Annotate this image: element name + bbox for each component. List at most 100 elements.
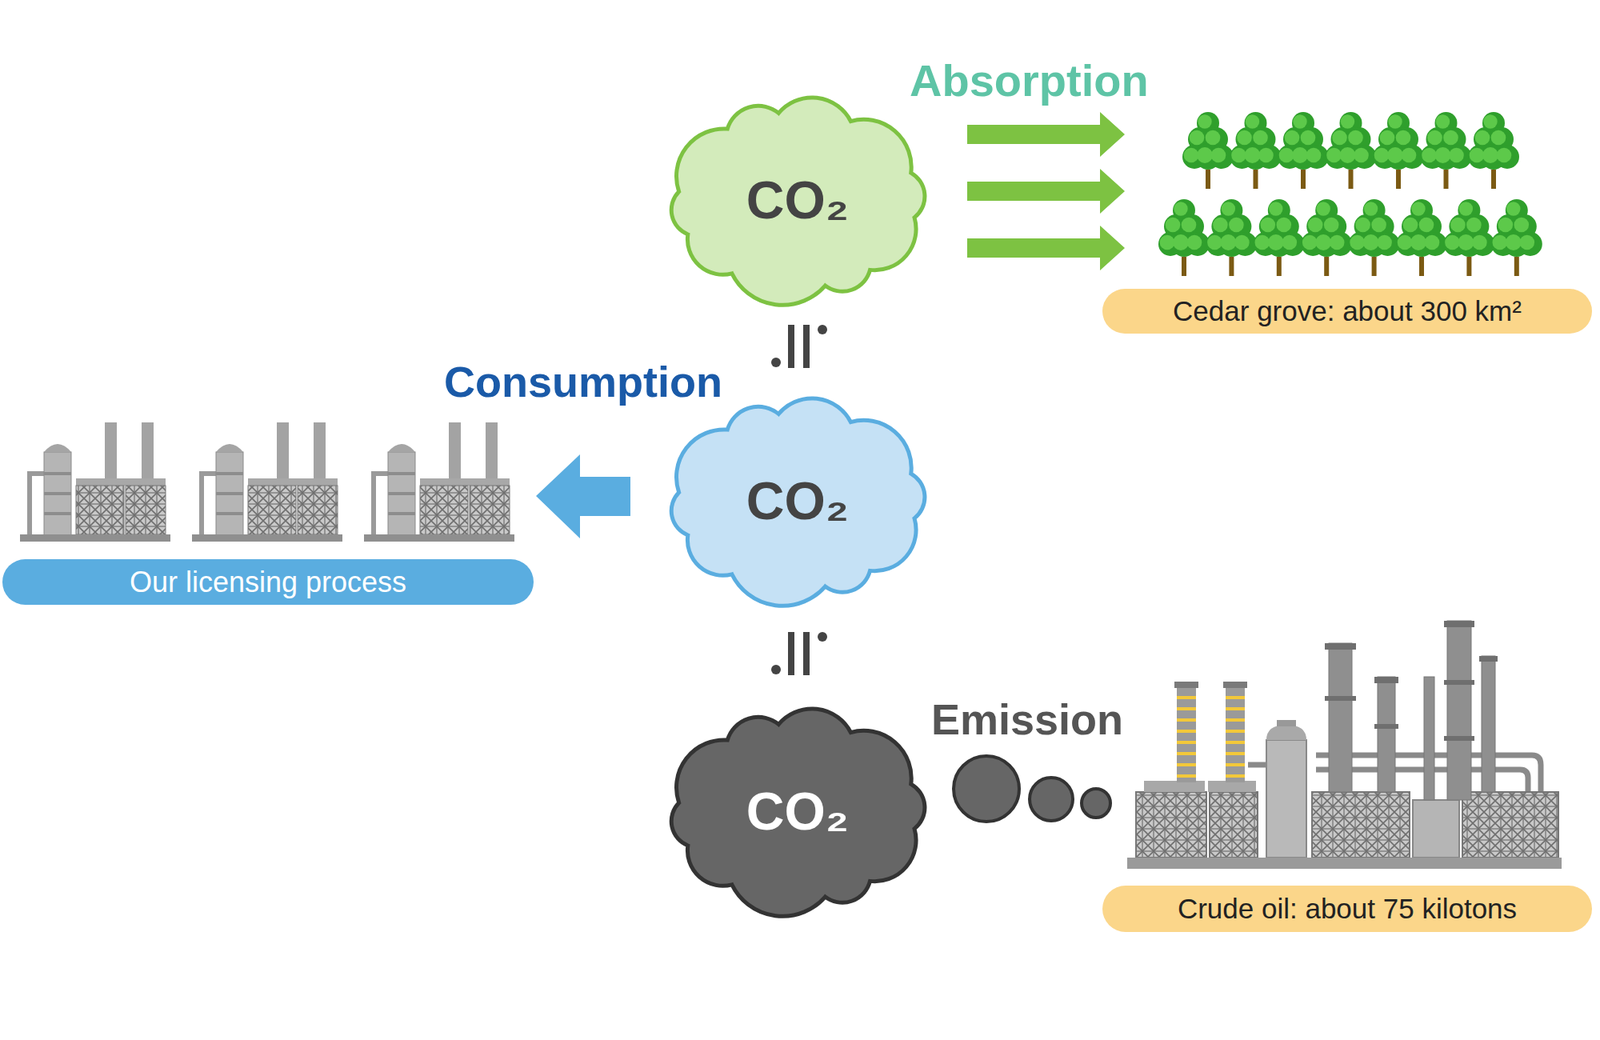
circle-shape	[1505, 234, 1522, 251]
circle-shape	[1353, 148, 1369, 164]
circle-shape	[1498, 217, 1514, 233]
rect-shape	[248, 478, 338, 486]
circle-shape	[1491, 130, 1507, 146]
rect-shape	[1176, 718, 1196, 722]
rect-shape	[44, 492, 72, 496]
rect-shape	[1324, 696, 1356, 701]
rect-shape	[364, 534, 515, 542]
circle-shape	[1220, 234, 1236, 251]
circle-shape	[1244, 147, 1261, 164]
rect-shape	[1444, 620, 1475, 628]
licensing-plants	[20, 422, 515, 542]
rect-shape	[388, 452, 416, 536]
circle-shape	[1181, 217, 1197, 233]
circle-shape	[1228, 217, 1244, 233]
rect-shape	[1374, 724, 1399, 729]
tag-label: Our licensing process	[129, 565, 407, 600]
circle-shape	[1292, 147, 1308, 164]
circle-shape	[1196, 147, 1213, 164]
circle-shape	[1252, 130, 1268, 146]
rect-shape	[1225, 752, 1245, 756]
rect-shape	[1176, 774, 1196, 778]
rect-shape	[1174, 681, 1199, 688]
rect-shape	[1419, 256, 1424, 276]
circle-shape	[1348, 130, 1364, 146]
circle-shape	[1205, 130, 1221, 146]
cloud-shape	[671, 398, 925, 606]
circle-shape	[1258, 148, 1274, 164]
path-shape	[967, 168, 1125, 214]
absorption-label: Absorption	[909, 54, 1149, 107]
rect-shape	[1444, 169, 1449, 189]
g-shape	[1253, 199, 1305, 276]
rect-shape	[104, 422, 117, 484]
rect-shape	[1223, 681, 1248, 688]
path-shape	[967, 112, 1125, 157]
rect-shape	[1300, 169, 1306, 189]
circle-shape	[1308, 217, 1324, 233]
rect-shape	[448, 422, 461, 484]
circle-shape	[1165, 217, 1181, 233]
rect-shape	[1396, 169, 1401, 189]
rect-shape	[1276, 720, 1296, 727]
g-shape	[1491, 199, 1543, 276]
circle-shape	[1457, 234, 1474, 251]
rect-shape	[1176, 696, 1196, 700]
tag-label: Crude oil: about 75 kilotons	[1177, 892, 1517, 925]
circle-shape	[1520, 235, 1536, 251]
rect-shape	[1444, 680, 1475, 685]
rect-shape	[1176, 681, 1196, 783]
rect-shape	[1225, 681, 1245, 783]
circle-shape	[1424, 235, 1440, 251]
circle-shape	[1300, 130, 1316, 146]
circle-shape	[1475, 130, 1491, 146]
circle-shape	[1401, 148, 1417, 164]
circle-shape	[1189, 130, 1205, 146]
circle-shape	[953, 756, 1020, 822]
circle-shape	[1326, 148, 1342, 164]
circle-shape	[1450, 217, 1466, 233]
g-shape	[192, 422, 343, 542]
rect-shape	[1466, 256, 1472, 276]
circle-shape	[1221, 201, 1236, 216]
rect-shape	[1225, 707, 1245, 711]
circle-shape	[1260, 217, 1276, 233]
rect-shape	[216, 452, 244, 536]
rect-shape	[1228, 256, 1234, 276]
circle-shape	[1340, 147, 1356, 164]
circle-shape	[1495, 144, 1520, 169]
circle-shape	[1396, 130, 1412, 146]
rect-shape	[44, 472, 72, 476]
path-shape	[388, 444, 416, 452]
rect-shape	[1225, 696, 1245, 700]
circle-shape	[1469, 148, 1485, 164]
rect-shape	[1491, 169, 1496, 189]
rect-shape	[20, 534, 171, 542]
rect-shape	[388, 492, 416, 496]
rect-shape	[1324, 256, 1329, 276]
circle-shape	[771, 664, 781, 675]
rect-shape	[1424, 676, 1435, 800]
circle-shape	[1184, 148, 1200, 164]
rect-shape	[276, 422, 289, 484]
cedar-grove-tag: Cedar grove: about 300 km²	[1102, 288, 1592, 334]
approx-symbol	[771, 324, 828, 368]
circle-shape	[1197, 114, 1212, 128]
circle-shape	[1081, 788, 1111, 818]
circle-shape	[1315, 234, 1332, 251]
rect-shape	[1225, 740, 1245, 744]
circle-shape	[1397, 235, 1413, 251]
circle-shape	[1255, 235, 1271, 251]
circle-shape	[817, 324, 828, 335]
rect-shape	[1253, 169, 1259, 189]
circle-shape	[1421, 148, 1437, 164]
circle-shape	[1234, 235, 1250, 251]
g-shape	[1348, 199, 1400, 276]
g-shape	[1396, 199, 1448, 276]
rect-shape	[1374, 676, 1399, 684]
rect-shape	[76, 478, 166, 486]
tag-label: Cedar grove: about 300 km²	[1172, 295, 1522, 328]
rect-shape	[1225, 763, 1245, 767]
circle-shape	[1419, 217, 1435, 233]
rect-shape	[788, 632, 795, 676]
